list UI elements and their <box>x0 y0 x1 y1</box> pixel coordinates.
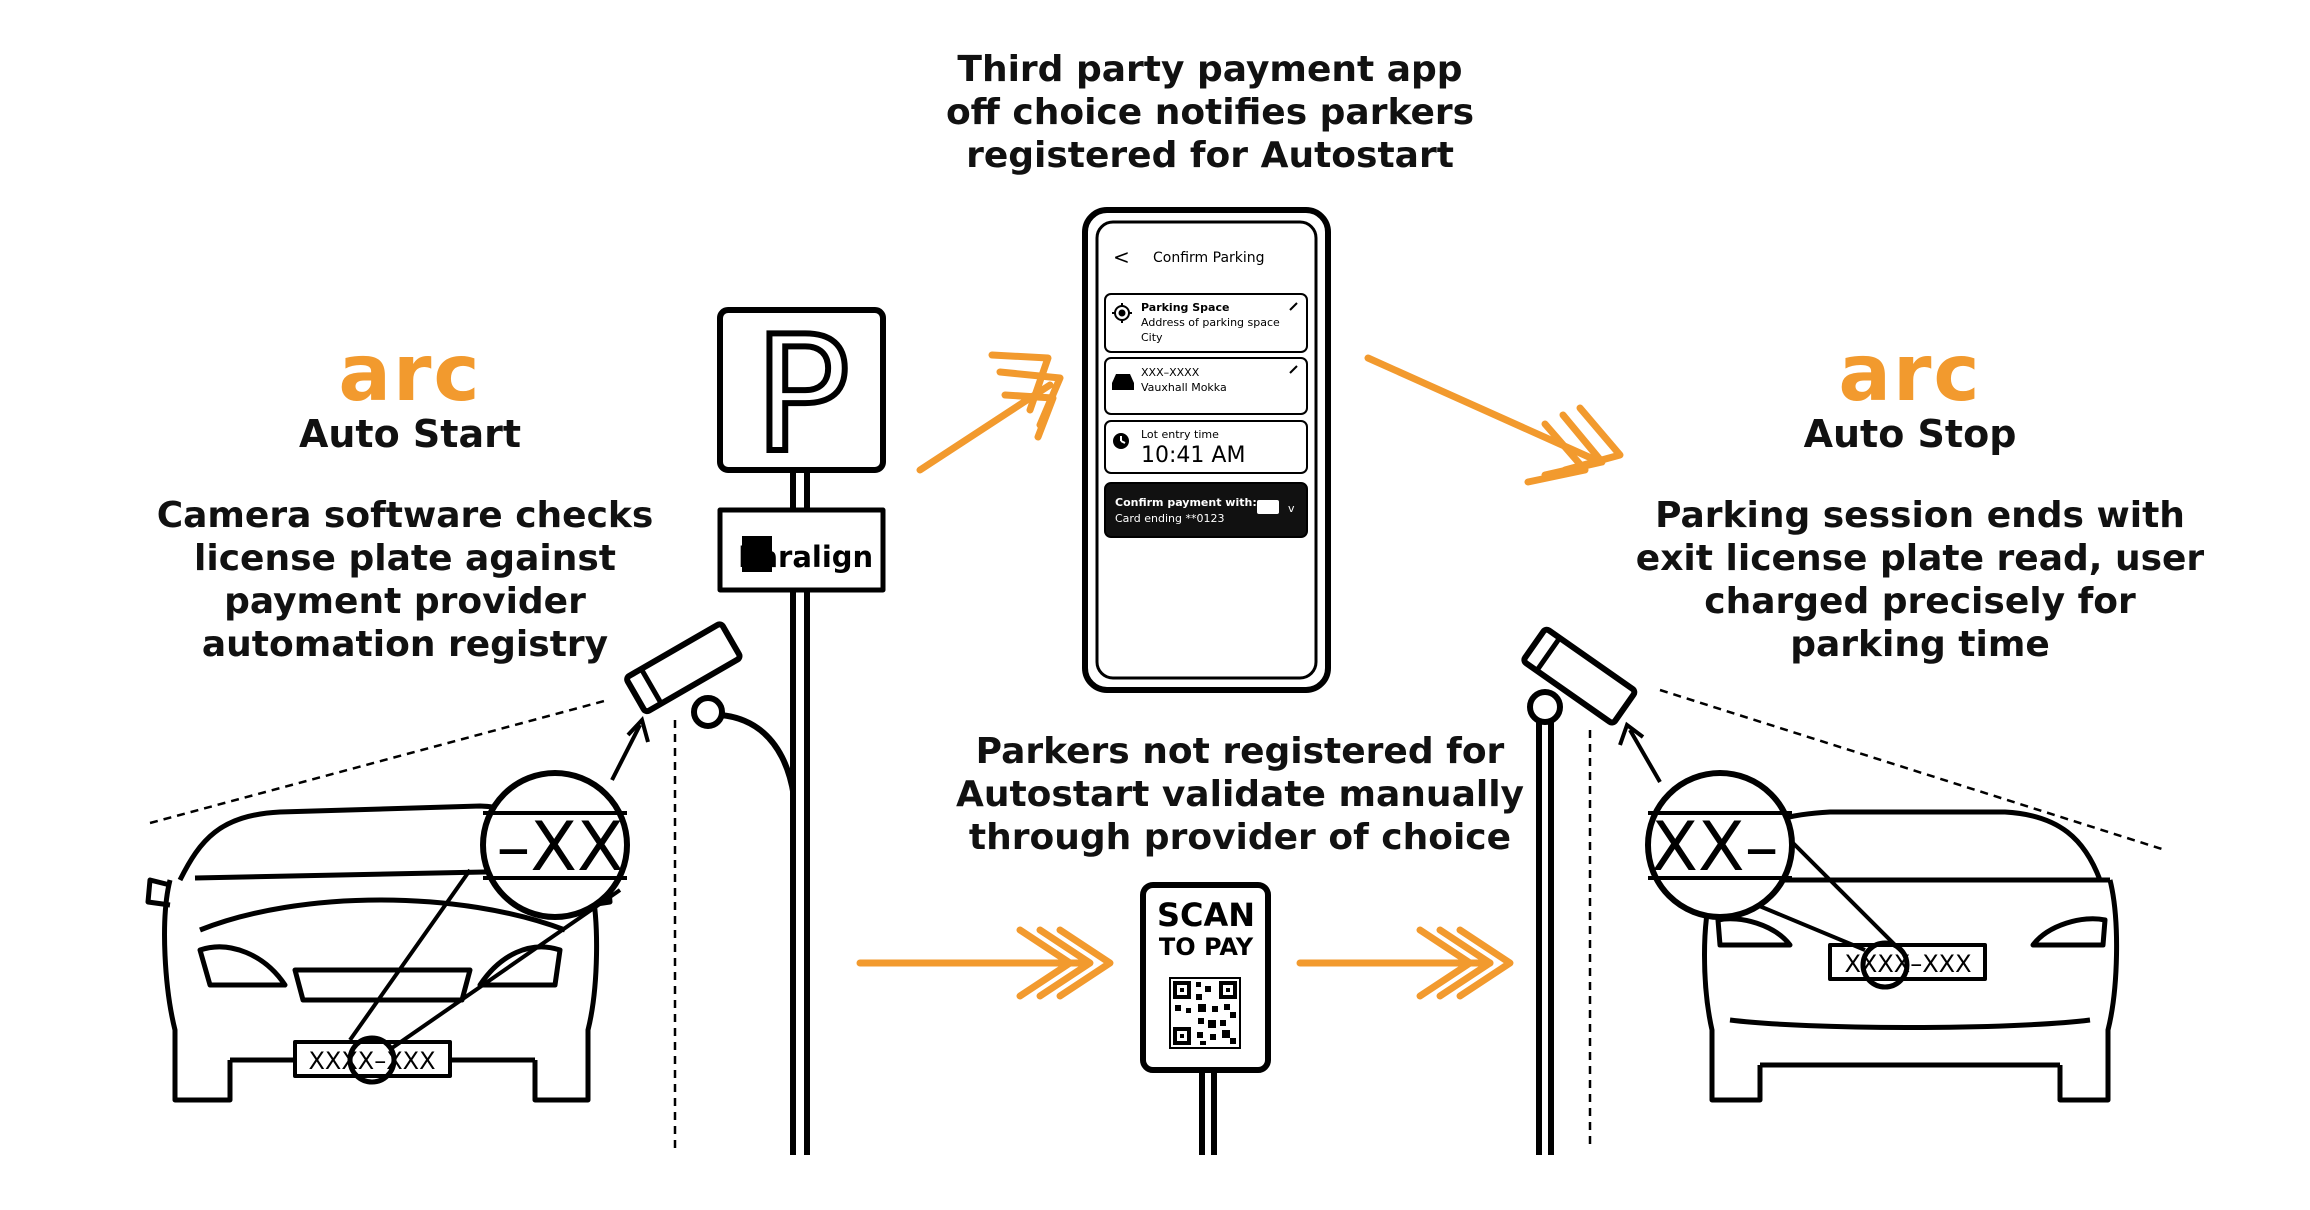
auto-start-title: Auto Start <box>298 412 522 456</box>
vehicle-model: Vauxhall Mokka <box>1141 381 1227 394</box>
entry-time-label: Lot entry time <box>1141 428 1219 441</box>
phone-header: Confirm Parking <box>1153 250 1265 266</box>
vehicle-card[interactable] <box>1104 357 1308 415</box>
left-car: XXXX–XXX <box>145 803 622 1103</box>
top-caption-line-3: registered for Autostart <box>966 135 1454 176</box>
auto-stop-line-4: parking time <box>1790 624 2050 665</box>
arrow-to-exit <box>1296 926 1514 1000</box>
arrow-to-scan-sign <box>856 926 1114 1000</box>
to-pay-label: TO PAY <box>1159 933 1254 961</box>
arrow-to-phone <box>916 351 1064 474</box>
parking-space-card[interactable] <box>1104 293 1308 353</box>
auto-start-description: Camera software checks license plate aga… <box>120 494 690 666</box>
arc-logo-right: arc <box>1838 329 1982 419</box>
pencil-icon[interactable] <box>1289 302 1298 311</box>
chevron-arrow-icon[interactable]: v <box>1288 502 1295 515</box>
auto-stop-title: Auto Stop <box>1803 412 2017 456</box>
location-target-icon <box>1112 303 1132 323</box>
scan-label: SCAN <box>1157 896 1255 934</box>
parking-space-address: Address of parking space <box>1141 316 1280 329</box>
top-caption-line-1: Third party payment app <box>957 49 1463 90</box>
auto-start-line-1: Camera software checks <box>156 495 654 536</box>
entry-time-card <box>1104 420 1308 474</box>
card-ending-label: Card ending **0123 <box>1115 512 1224 525</box>
paralign-text: Paralign <box>738 540 873 574</box>
right-zoom-lens: XX– <box>1645 770 1795 920</box>
right-zoom-text: XX– <box>1651 808 1778 887</box>
paralign-logo: Paralign <box>738 536 873 574</box>
auto-start-line-4: automation registry <box>201 624 609 665</box>
phone-back-button[interactable]: < <box>1113 245 1130 269</box>
credit-card-icon <box>1257 500 1279 514</box>
left-plate-text: XXXX–XXX <box>308 1047 435 1075</box>
left-zoom-lens: –XX <box>480 770 630 920</box>
auto-start-line-3: payment provider <box>224 581 586 622</box>
qr-code-icon[interactable] <box>1169 977 1241 1049</box>
left-zoom-text: –XX <box>496 808 623 887</box>
arrow-to-auto-stop <box>1364 354 1624 486</box>
auto-start-line-2: license plate against <box>194 538 616 579</box>
parking-sign-pole <box>717 307 886 1155</box>
car-icon <box>1112 374 1134 390</box>
auto-stop-line-3: charged precisely for <box>1704 581 2136 622</box>
middle-caption: Parkers not registered for Autostart val… <box>880 730 1600 859</box>
entry-time-value: 10:41 AM <box>1141 443 1245 468</box>
flow-arrows <box>856 351 1624 1000</box>
parking-space-city: City <box>1141 331 1163 344</box>
phone-mockup: < Confirm Parking Parking Space Address … <box>1082 207 1331 693</box>
parking-sign-letter: P <box>754 301 850 488</box>
middle-caption-line-1: Parkers not registered for <box>975 731 1505 772</box>
pencil-icon[interactable] <box>1289 365 1298 374</box>
confirm-payment-button[interactable] <box>1104 482 1308 538</box>
auto-stop-line-2: exit license plate read, user <box>1635 538 2205 579</box>
auto-stop-description: Parking session ends with exit license p… <box>1620 494 2220 666</box>
clock-icon <box>1113 433 1129 449</box>
top-caption: Third party payment app off choice notif… <box>880 48 1540 177</box>
arc-logo-left: arc <box>338 329 482 419</box>
middle-caption-line-3: through provider of choice <box>968 817 1512 858</box>
top-caption-line-2: off choice notifies parkers <box>945 92 1475 133</box>
left-camera-group <box>149 621 799 1150</box>
auto-stop-line-1: Parking session ends with <box>1655 495 2185 536</box>
confirm-payment-label: Confirm payment with: <box>1115 496 1257 509</box>
parking-space-title: Parking Space <box>1141 301 1229 314</box>
middle-caption-line-2: Autostart validate manually <box>955 774 1525 815</box>
right-camera-group <box>1521 626 2166 1155</box>
camera-icon <box>1521 626 1638 726</box>
camera-icon <box>624 621 743 715</box>
vehicle-plate: XXX–XXXX <box>1141 366 1200 379</box>
